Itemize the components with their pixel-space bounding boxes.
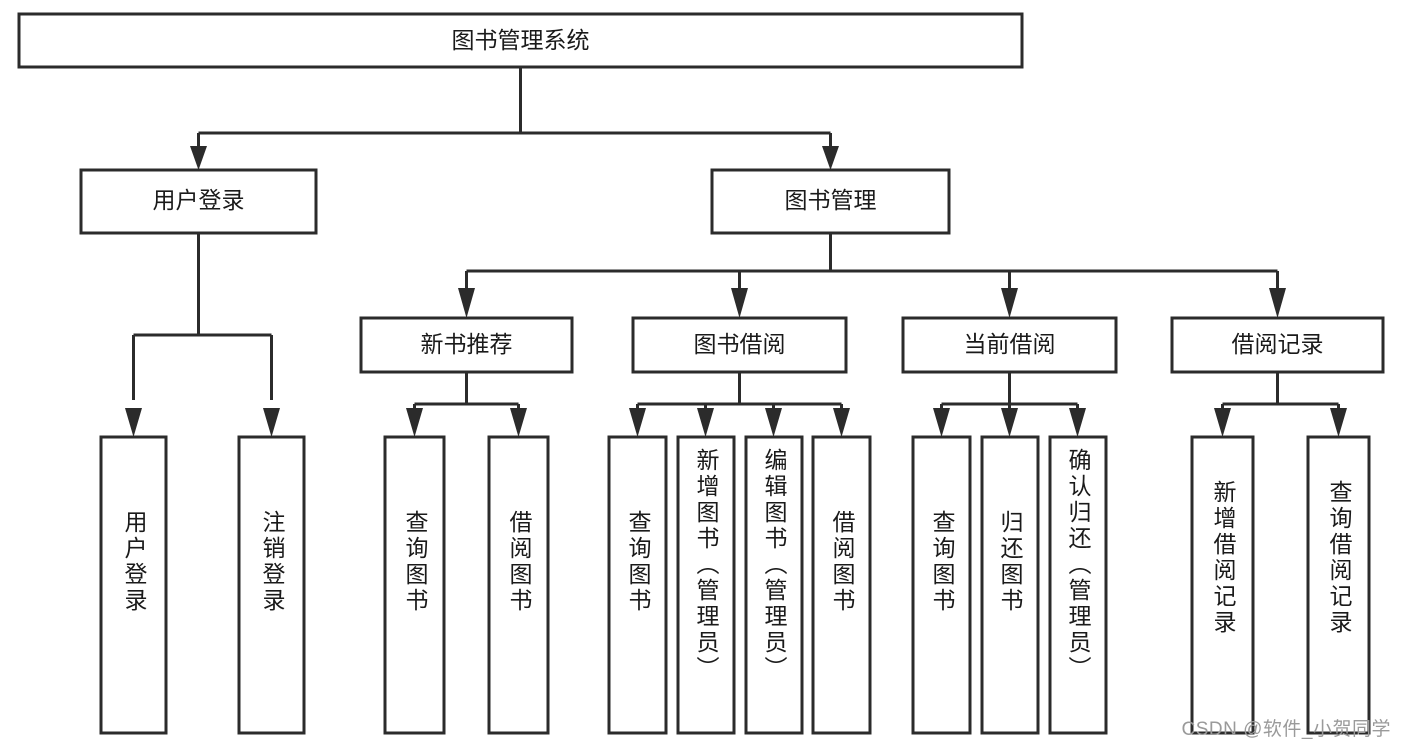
node-leaf-add-book-box[interactable]: [676, 435, 736, 735]
arrow-head-leaf-edit-book: [765, 408, 782, 437]
node-user-login-box[interactable]: [79, 168, 318, 235]
node-current-borrow-label: 当前借阅: [964, 331, 1056, 357]
node-current-borrow-box[interactable]: [901, 316, 1118, 374]
node-leaf-query-book-2-box[interactable]: [607, 435, 668, 735]
node-user-login-label: 用户登录: [153, 187, 245, 213]
node-borrow-record-label: 借阅记录: [1232, 331, 1324, 357]
node-leaf-query-book-3-box[interactable]: [911, 435, 972, 735]
node-root[interactable]: 图书管理系统: [17, 12, 1024, 69]
arrow-head-leaf-borrow-book-2: [833, 408, 850, 437]
arrow-head-current-borrow: [1001, 288, 1018, 318]
node-root-label: 图书管理系统: [452, 27, 590, 53]
node-book-management-box[interactable]: [710, 168, 951, 235]
node-book-borrow-label: 图书借阅: [694, 331, 786, 357]
node-leaf-add-record-box[interactable]: [1190, 435, 1255, 735]
node-new-book-recommend-label: 新书推荐: [421, 331, 513, 357]
node-borrow-record[interactable]: 借阅记录: [1170, 316, 1385, 374]
node-leaf-query-record-box[interactable]: [1306, 435, 1371, 735]
node-leaf-borrow-book-2-box[interactable]: [811, 435, 872, 735]
node-leaf-return-book-box[interactable]: [980, 435, 1040, 735]
connector-layer: [125, 67, 1347, 437]
arrow-head-user-login: [190, 146, 207, 170]
node-new-book-recommend-box[interactable]: [359, 316, 574, 374]
arrow-head-book-management: [822, 146, 839, 170]
arrow-head-leaf-query-book-1: [406, 408, 423, 437]
arrow-head-leaf-user-login: [125, 408, 142, 437]
node-leaf-query-book-1-box[interactable]: [383, 435, 446, 735]
arrow-head-leaf-add-book: [697, 408, 714, 437]
arrow-head-leaf-add-record: [1214, 408, 1231, 437]
arrow-head-leaf-query-book-2: [629, 408, 646, 437]
node-user-login[interactable]: 用户登录: [79, 168, 318, 235]
leaf-box-layer: [99, 435, 1371, 735]
node-book-management-label: 图书管理: [785, 187, 877, 213]
node-leaf-confirm-return-box[interactable]: [1048, 435, 1108, 735]
csdn-watermark: CSDN @软件_小贺同学: [1181, 719, 1391, 740]
arrow-head-leaf-query-book-3: [933, 408, 950, 437]
arrow-head-borrow-record: [1269, 288, 1286, 318]
node-leaf-edit-book-box[interactable]: [744, 435, 804, 735]
node-leaf-borrow-book-1-box[interactable]: [487, 435, 550, 735]
node-borrow-record-box[interactable]: [1170, 316, 1385, 374]
arrow-head-leaf-borrow-book-1: [510, 408, 527, 437]
node-current-borrow[interactable]: 当前借阅: [901, 316, 1118, 374]
node-leaf-user-logout-box[interactable]: [237, 435, 306, 735]
node-book-borrow[interactable]: 图书借阅: [631, 316, 848, 374]
arrow-head-leaf-return-book: [1001, 408, 1018, 437]
node-book-management[interactable]: 图书管理: [710, 168, 951, 235]
arrow-head-leaf-user-logout: [263, 408, 280, 437]
node-root-box[interactable]: [17, 12, 1024, 69]
arrow-head-leaf-query-record: [1330, 408, 1347, 437]
node-leaf-user-login-box[interactable]: [99, 435, 168, 735]
node-book-borrow-box[interactable]: [631, 316, 848, 374]
arrow-head-new-book-recommend: [458, 288, 475, 318]
node-new-book-recommend[interactable]: 新书推荐: [359, 316, 574, 374]
arrow-head-book-borrow: [731, 288, 748, 318]
arrow-head-leaf-confirm-return: [1069, 408, 1086, 437]
